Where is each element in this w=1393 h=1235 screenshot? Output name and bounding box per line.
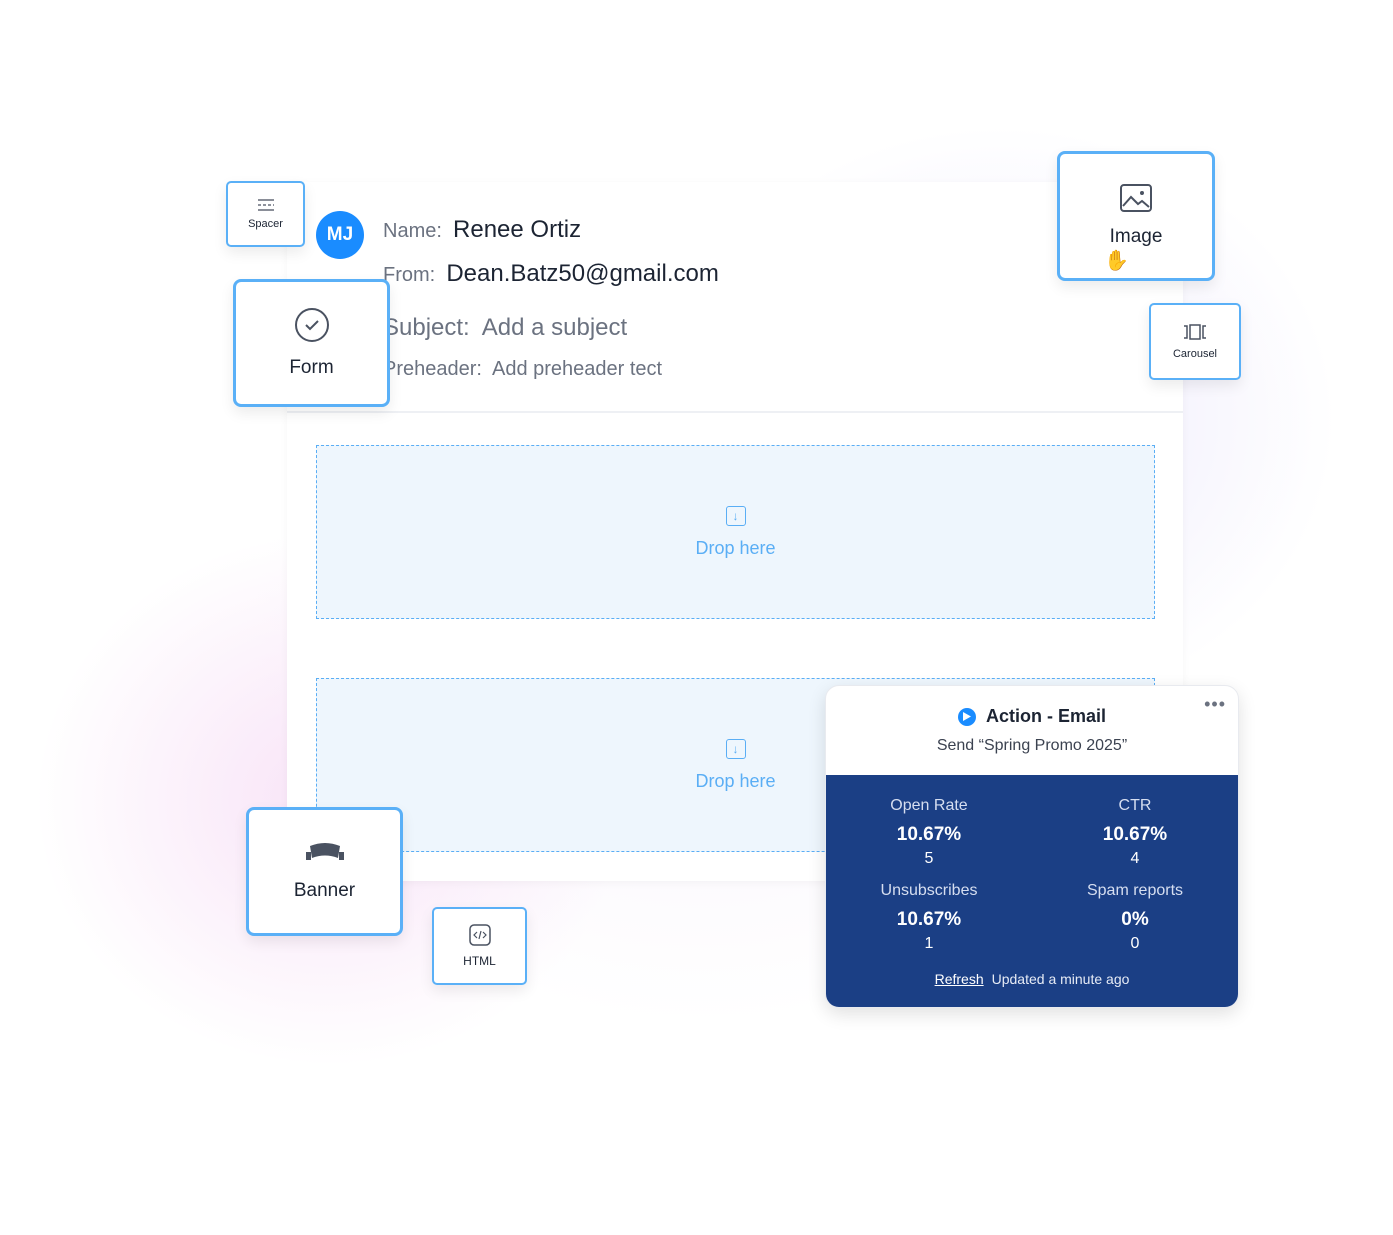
name-row: Name: Renee Ortiz (383, 216, 581, 244)
spacer-label: Spacer (248, 218, 283, 230)
carousel-icon (1184, 323, 1206, 340)
subject-placeholder: Add a subject (481, 314, 628, 341)
more-options-icon[interactable]: ••• (1204, 694, 1226, 714)
download-icon: ↓ (725, 738, 746, 759)
preheader-field[interactable]: Preheader: Add preheader tect (383, 358, 662, 381)
code-icon (468, 924, 491, 946)
from-row: From: Dean.Batz50@gmail.com (383, 260, 719, 288)
subject-label: Subject: (383, 314, 470, 341)
spacer-block[interactable]: Spacer (226, 181, 305, 247)
action-subtitle: Send “Spring Promo 2025” (936, 737, 1128, 754)
carousel-label: Carousel (1172, 347, 1218, 360)
html-block[interactable]: HTML (432, 907, 527, 985)
banner-block[interactable]: Banner (246, 807, 403, 936)
spacer-icon (257, 199, 274, 211)
play-icon (957, 707, 976, 726)
subject-field[interactable]: Subject: Add a subject (383, 314, 627, 342)
form-block[interactable]: Form (233, 279, 390, 407)
image-label: Image (1109, 226, 1163, 247)
grab-cursor-icon: ✋ (1104, 250, 1129, 272)
from-label: From: (383, 264, 436, 286)
updated-text: Updated a minute ago (991, 971, 1130, 987)
avatar: MJ (316, 211, 364, 259)
form-label: Form (289, 357, 334, 378)
check-circle-icon (294, 308, 329, 342)
preheader-label: Preheader: (383, 358, 482, 380)
html-label: HTML (463, 954, 496, 968)
from-value: Dean.Batz50@gmail.com (446, 260, 719, 287)
refresh-link[interactable]: Refresh (934, 971, 984, 987)
banner-label: Banner (293, 879, 356, 901)
action-email-card: Action - Email Send “Spring Promo 2025” … (825, 685, 1239, 1008)
carousel-block[interactable]: Carousel (1149, 303, 1241, 380)
image-icon (1120, 184, 1152, 212)
drop-zone[interactable]: ↓ Drop here (316, 445, 1155, 619)
name-value: Renee Ortiz (453, 216, 582, 243)
name-label: Name: (383, 220, 442, 242)
image-block[interactable]: Image ✋ (1057, 151, 1215, 281)
drop-label: Drop here (695, 537, 776, 558)
drop-label: Drop here (695, 770, 776, 791)
preheader-placeholder: Add preheader tect (491, 358, 663, 380)
action-title: Action - Email (985, 706, 1106, 726)
header-divider (287, 411, 1183, 413)
download-icon: ↓ (725, 505, 746, 526)
banner-icon (305, 842, 344, 860)
